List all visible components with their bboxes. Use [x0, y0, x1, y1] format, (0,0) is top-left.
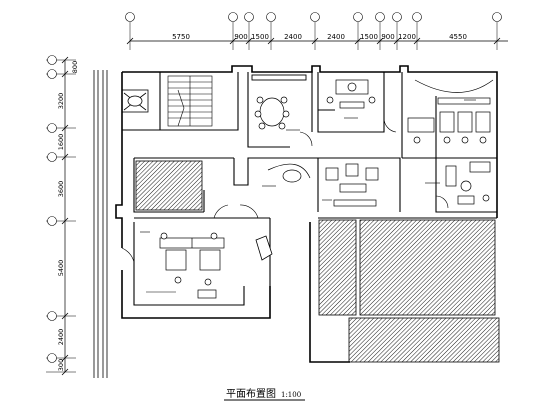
- dim-left-6: 2400: [57, 329, 65, 346]
- toilet-symbol: [121, 89, 149, 113]
- dim-top-4: 2400: [284, 33, 302, 41]
- dim-top-2: 900: [234, 33, 247, 41]
- lounge-chair: [255, 235, 273, 261]
- dim-left-4: 3600: [57, 181, 65, 198]
- meeting-table: [254, 96, 290, 130]
- open-office-desks: [159, 232, 225, 299]
- dim-top-1: 5750: [172, 33, 190, 41]
- top-dimension-chain: 5750 900 1500 2400 2400 1500 900 1200 45…: [125, 12, 508, 50]
- drawing-scale: 1:100: [281, 391, 301, 399]
- hatched-areas: [135, 160, 500, 363]
- room-label-marks: [140, 99, 476, 293]
- office-workstations: [407, 79, 494, 144]
- drawing-title: 平面布置图: [226, 388, 276, 400]
- dim-top-6: 1500: [360, 33, 378, 41]
- dim-left-3: 1600: [57, 134, 65, 151]
- dim-top-9: 4550: [449, 33, 467, 41]
- dim-left-5: 5400: [57, 260, 65, 277]
- interior-walls: [122, 72, 497, 306]
- dim-top-7: 900: [381, 33, 394, 41]
- dim-left-7: 300: [57, 359, 65, 371]
- exterior-rail-lines: [93, 70, 108, 378]
- dim-left-1: 800: [71, 61, 79, 73]
- dim-top-5: 2400: [327, 33, 345, 41]
- lobby-furniture: [267, 163, 379, 207]
- left-dimension-chain: 800 3200 1600 3600 5400 2400 300: [46, 55, 79, 376]
- reception-desk: [326, 79, 376, 109]
- meeting-room-sofa: [251, 74, 307, 81]
- drawing-title-block: 平面布置图 1:100: [224, 388, 305, 401]
- dim-left-2: 3200: [57, 93, 65, 110]
- stair-symbol: [167, 75, 213, 127]
- dim-top-3: 1500: [251, 33, 269, 41]
- door-swings: [121, 117, 449, 263]
- dim-top-8: 1200: [398, 33, 416, 41]
- building-walls: [115, 65, 498, 363]
- manager-sofa-set: [445, 161, 491, 205]
